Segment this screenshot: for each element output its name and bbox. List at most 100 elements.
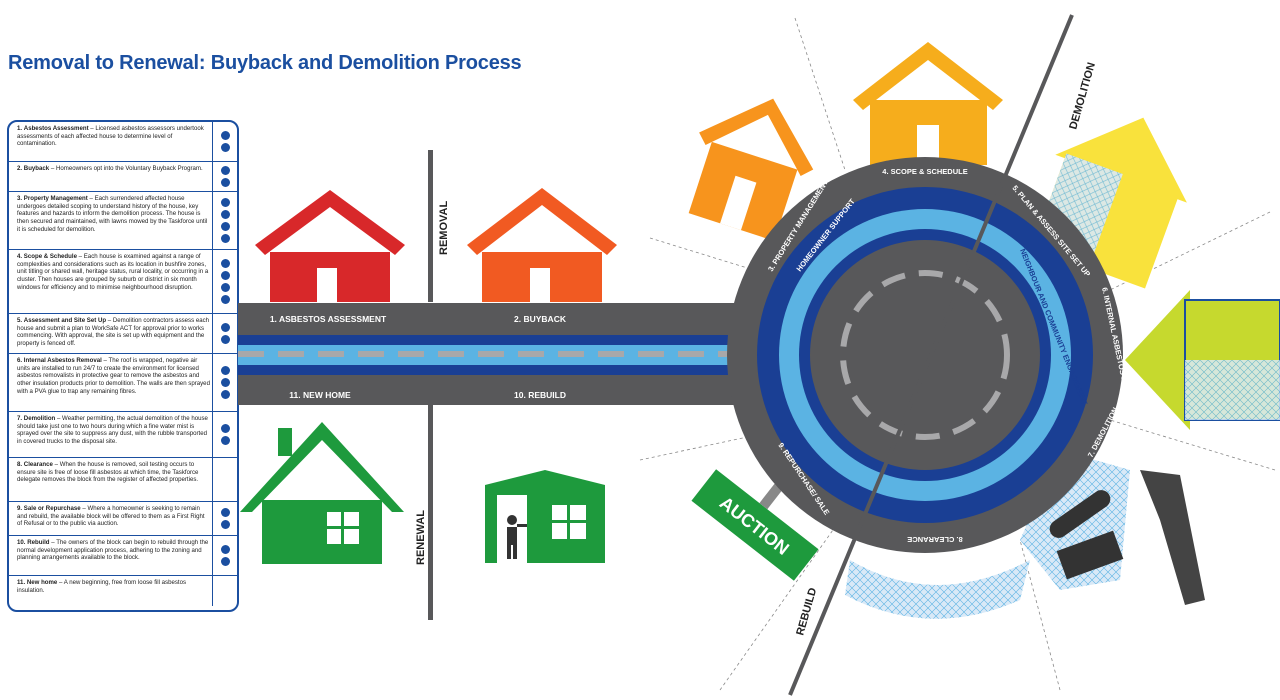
yellow-top-house xyxy=(853,42,1003,165)
phase-label-removal: REMOVAL xyxy=(438,201,450,255)
orange-tilted-house xyxy=(688,98,814,241)
step-row: 7. Demolition – Weather permitting, the … xyxy=(9,412,237,458)
step-icon-column xyxy=(212,576,237,606)
roundabout xyxy=(727,157,1123,553)
step-row: 5. Assessment and Site Set Up – Demoliti… xyxy=(9,314,237,354)
step-badge-icon xyxy=(220,424,230,433)
step-row: 11. New home – A new beginning, free fro… xyxy=(9,576,237,606)
step-badge-icon xyxy=(220,436,230,445)
step-badge-icon xyxy=(220,222,230,231)
step-name: Demolition xyxy=(23,415,56,422)
step-icon-column xyxy=(212,162,237,191)
step-number: 4. xyxy=(17,253,23,260)
step-icon-column xyxy=(212,192,237,249)
step-badge-icon xyxy=(220,271,230,280)
green-new-home xyxy=(240,422,404,564)
road-label-new-home: 11. NEW HOME xyxy=(289,390,351,400)
step-badge-icon xyxy=(220,545,230,554)
step-description: – Demolition contractors assess each hou… xyxy=(17,317,210,348)
step-badge-icon xyxy=(220,508,230,517)
step-row: 10. Rebuild – The owners of the block ca… xyxy=(9,536,237,576)
step-name: Asbestos Assessment xyxy=(23,125,89,132)
road-label-buyback: 2. BUYBACK xyxy=(514,314,567,324)
step-icon-column xyxy=(212,536,237,575)
phase-label-renewal: RENEWAL xyxy=(415,510,427,565)
step-badge-icon xyxy=(220,210,230,219)
road-label-asbestos: 1. ASBESTOS ASSESSMENT xyxy=(270,314,387,324)
page-title: Removal to Renewal: Buyback and Demoliti… xyxy=(8,52,522,74)
green-rebuild-frame xyxy=(485,470,605,563)
step-row: 1. Asbestos Assessment – Licensed asbest… xyxy=(9,122,237,162)
step-badge-icon xyxy=(220,178,230,187)
step-number: 5. xyxy=(17,317,23,324)
step-badge-icon xyxy=(220,131,230,140)
road-label-rebuild: 10. REBUILD xyxy=(514,390,566,400)
step-badge-icon xyxy=(220,143,230,152)
step-badge-icon xyxy=(220,557,230,566)
step-icon-column xyxy=(212,250,237,313)
renewal-post xyxy=(428,405,433,620)
step-row: 6. Internal Asbestos Removal – The roof … xyxy=(9,354,237,412)
step-icon-column xyxy=(212,122,237,161)
auction-sign xyxy=(691,469,819,581)
step-number: 7. xyxy=(17,415,23,422)
step-number: 10. xyxy=(17,539,26,546)
step-row: 9. Sale or Repurchase – Where a homeowne… xyxy=(9,502,237,536)
step-row: 2. Buyback – Homeowners opt into the Vol… xyxy=(9,162,237,192)
ring-label-scope-schedule: 4. SCOPE & SCHEDULE xyxy=(882,167,967,176)
green-wrapped-house xyxy=(1125,290,1280,430)
step-icon-column xyxy=(212,502,237,535)
step-name: New home xyxy=(26,579,58,586)
step-badge-icon xyxy=(220,323,230,332)
step-number: 6. xyxy=(17,357,23,364)
step-row: 4. Scope & Schedule – Each house is exam… xyxy=(9,250,237,314)
step-number: 2. xyxy=(17,165,23,172)
step-icon-column xyxy=(212,412,237,457)
step-name: Assessment and Site Set Up xyxy=(23,317,107,324)
step-icon-column xyxy=(212,354,237,411)
step-description: – A new beginning, free from loose fill … xyxy=(17,579,187,594)
step-icon-column xyxy=(212,314,237,353)
step-name: Rebuild xyxy=(27,539,50,546)
step-name: Internal Asbestos Removal xyxy=(23,357,102,364)
step-name: Scope & Schedule xyxy=(23,253,77,260)
step-number: 11. xyxy=(17,579,26,586)
step-description: – Weather permitting, the actual demolit… xyxy=(17,415,208,446)
removal-post xyxy=(428,150,433,302)
phase-label-demolition: DEMOLITION xyxy=(1067,61,1098,131)
step-name: Clearance xyxy=(23,461,53,468)
step-name: Buyback xyxy=(23,165,50,172)
main-road xyxy=(238,303,820,405)
step-description: – The owners of the block can begin to r… xyxy=(17,539,209,562)
step-number: 8. xyxy=(17,461,23,468)
step-badge-icon xyxy=(220,378,230,387)
step-row: 8. Clearance – When the house is removed… xyxy=(9,458,237,502)
step-icon-column xyxy=(212,458,237,501)
step-description: – Homeowners opt into the Voluntary Buyb… xyxy=(49,165,203,172)
step-name: Property Management xyxy=(23,195,88,202)
step-description: – Where a homeowner is seeking to remain… xyxy=(17,505,205,528)
step-number: 9. xyxy=(17,505,23,512)
ring-label-clearance: 8. CLEARANCE xyxy=(907,535,962,544)
red-house xyxy=(255,190,405,302)
step-name: Sale or Repurchase xyxy=(23,505,81,512)
step-badge-icon xyxy=(220,166,230,175)
step-badge-icon xyxy=(220,335,230,344)
step-description: – The roof is wrapped, negative air unit… xyxy=(17,357,210,395)
step-badge-icon xyxy=(220,283,230,292)
step-description: – Each surrendered affected house underg… xyxy=(17,195,208,233)
step-badge-icon xyxy=(220,259,230,268)
orange-house xyxy=(467,188,617,302)
step-row: 3. Property Management – Each surrendere… xyxy=(9,192,237,250)
step-badge-icon xyxy=(220,234,230,243)
step-badge-icon xyxy=(220,366,230,375)
step-description: – Each house is examined against a range… xyxy=(17,253,209,291)
clearance-lot xyxy=(845,560,1030,619)
step-badge-icon xyxy=(220,198,230,207)
phase-divider-line xyxy=(788,14,1074,696)
step-badge-icon xyxy=(220,520,230,529)
step-badge-icon xyxy=(220,390,230,399)
step-description: – Licensed asbestos assessors undertook … xyxy=(17,125,204,148)
step-description: – When the house is removed, soil testin… xyxy=(17,461,199,484)
